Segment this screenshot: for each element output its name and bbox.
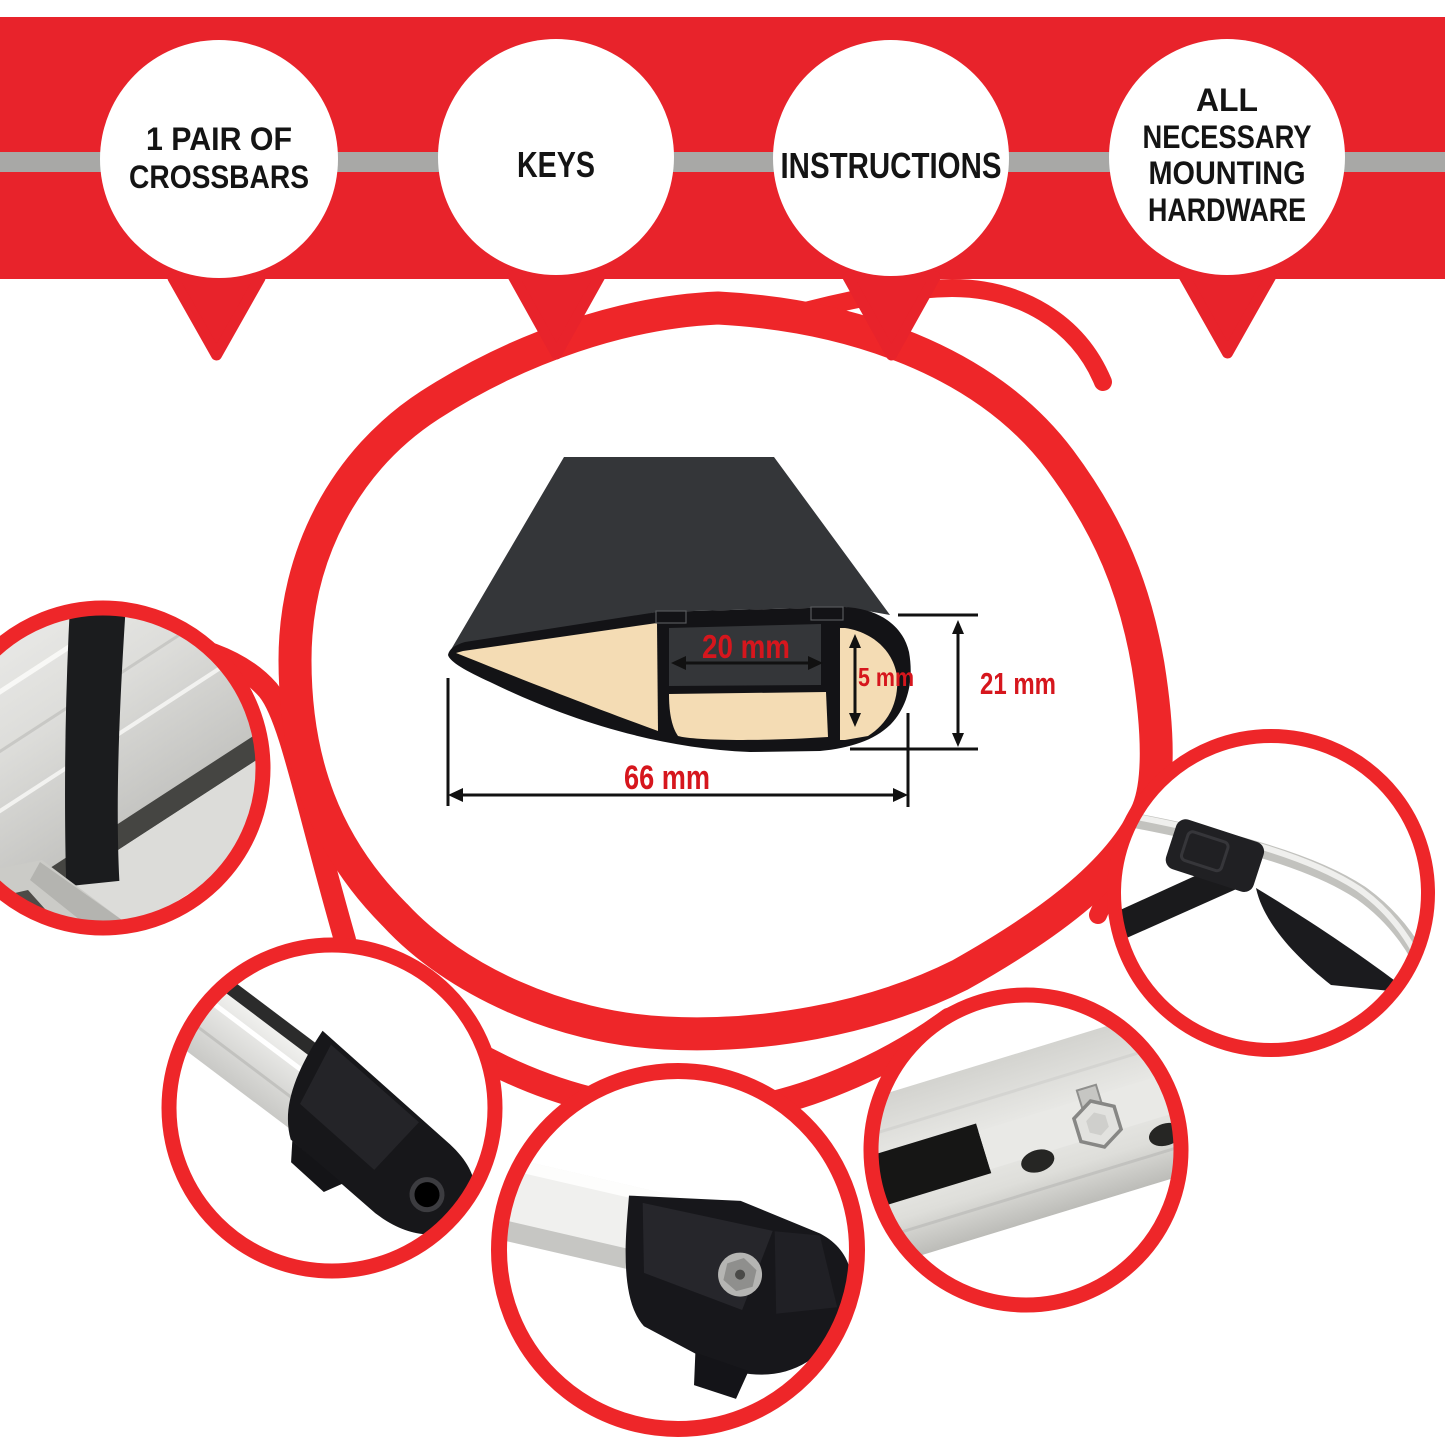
svg-text:KEYS: KEYS [517,144,595,185]
svg-text:INSTRUCTIONS: INSTRUCTIONS [781,145,1002,186]
svg-text:5 mm: 5 mm [858,662,914,692]
svg-text:66 mm: 66 mm [624,759,710,797]
svg-text:21 mm: 21 mm [980,666,1056,701]
svg-text:NECESSARY: NECESSARY [1143,119,1312,155]
svg-text:MOUNTING: MOUNTING [1149,155,1306,191]
svg-text:ALL: ALL [1196,82,1258,118]
svg-text:HARDWARE: HARDWARE [1148,192,1306,228]
svg-text:1 PAIR OF: 1 PAIR OF [146,121,292,157]
svg-text:20 mm: 20 mm [702,628,790,665]
svg-text:CROSSBARS: CROSSBARS [129,159,309,195]
